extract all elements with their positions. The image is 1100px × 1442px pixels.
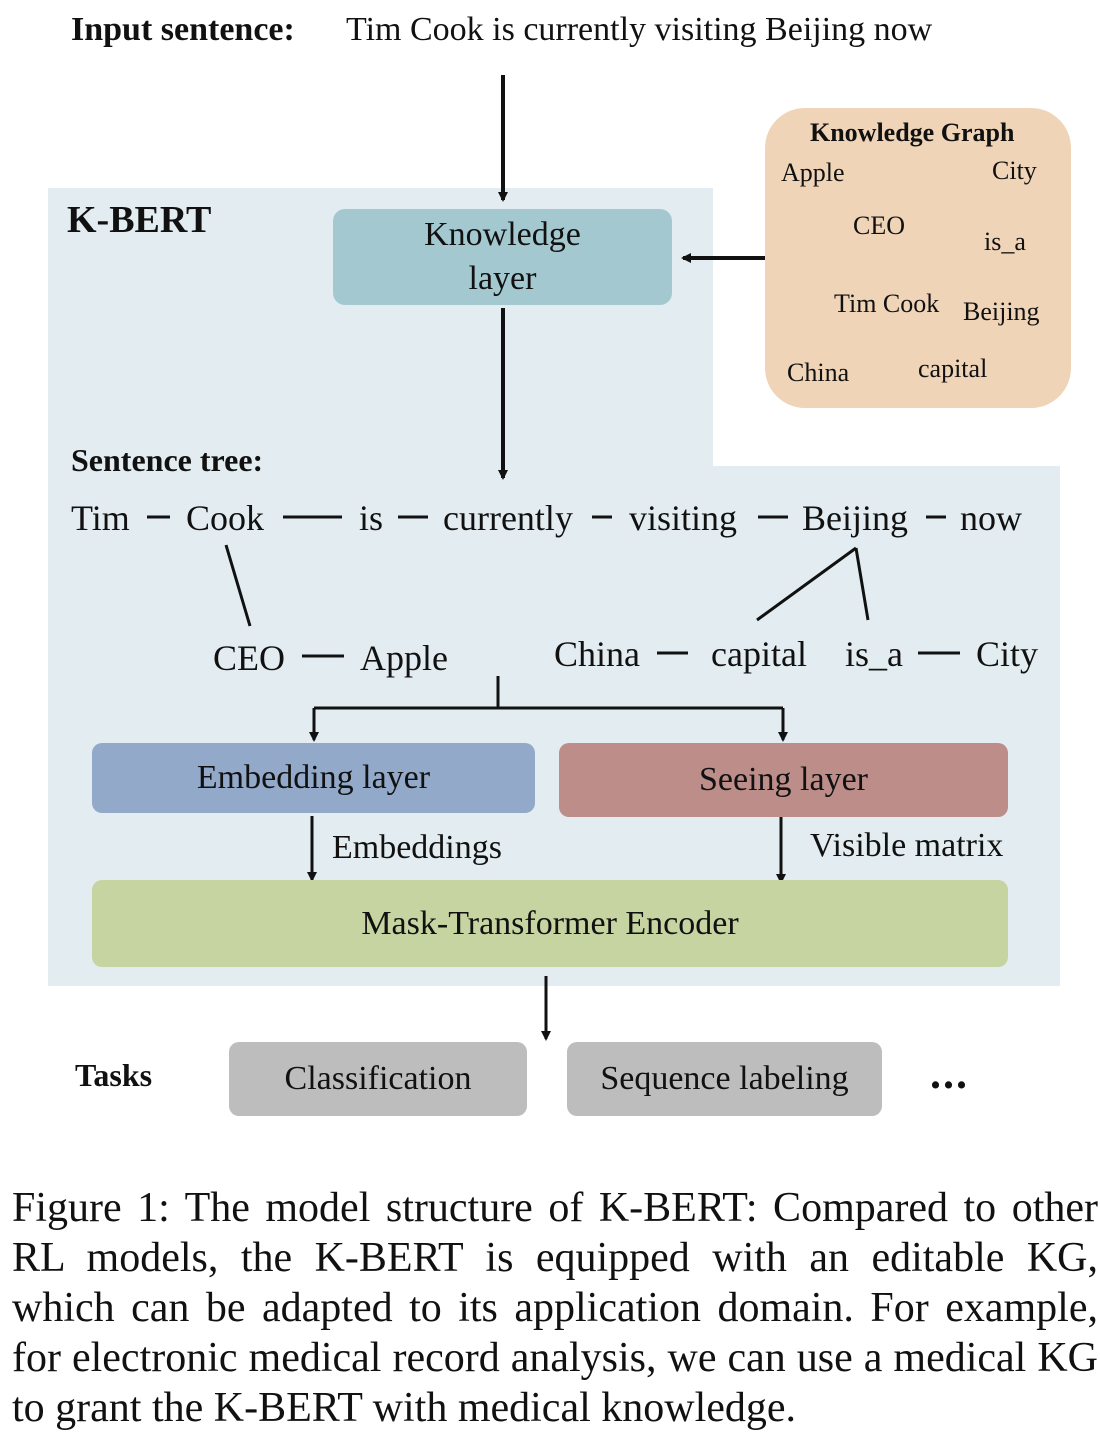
kg-node-is-a: is_a (984, 227, 1026, 256)
tasks-more-ellipsis: ... (930, 1049, 969, 1098)
tree-token-is: is (359, 498, 384, 538)
tree-token-cook: Cook (186, 498, 265, 538)
kg-node-tim-cook: Tim Cook (834, 289, 940, 318)
figure-caption: Figure 1: The model structure of K-BERT:… (12, 1185, 1098, 1431)
kg-node-city: City (992, 156, 1037, 185)
kg-node-china: China (787, 358, 850, 387)
knowledge-layer-label-line1: Knowledge (424, 216, 581, 253)
task-sequence-labeling-box: Sequence labeling (567, 1042, 882, 1116)
tree-edge-beijing-capital (756, 546, 857, 622)
tasks-label: Tasks (75, 1057, 153, 1093)
input-sentence-label: Input sentence: (71, 11, 295, 48)
knowledge-graph-title: Knowledge Graph (810, 118, 1015, 147)
tree-token-visiting: visiting (629, 498, 738, 538)
tree-branch-capital: capital (711, 634, 807, 674)
kbert-title: K-BERT (67, 199, 212, 241)
tree-token-now: now (960, 498, 1022, 538)
mask-transformer-encoder-box: Mask-Transformer Encoder (92, 880, 1008, 967)
input-sentence-text: Tim Cook is currently visiting Beijing n… (346, 11, 933, 48)
embedding-layer-label: Embedding layer (196, 759, 431, 796)
knowledge-graph-panel (765, 108, 1071, 408)
kg-node-ceo: CEO (853, 211, 905, 240)
tree-token-tim: Tim (71, 498, 130, 538)
tree-branch-apple: Apple (360, 638, 448, 678)
kg-node-apple: Apple (781, 158, 845, 187)
task-classification-label: Classification (284, 1060, 472, 1097)
tree-branch-china: China (554, 634, 640, 674)
tree-edge-beijing-is-a (854, 547, 870, 621)
embedding-layer-box: Embedding layer (92, 743, 535, 813)
encoder-label: Mask-Transformer Encoder (361, 904, 739, 942)
tree-token-beijing: Beijing (802, 498, 908, 538)
tree-token-currently: currently (443, 498, 573, 538)
seeing-layer-box: Seeing layer (559, 743, 1008, 817)
sentence-tree-label: Sentence tree: (71, 442, 264, 478)
visible-matrix-label: Visible matrix (810, 827, 1004, 864)
tree-branch-city: City (976, 634, 1039, 674)
kg-node-beijing: Beijing (963, 297, 1040, 326)
knowledge-layer-label-line2: layer (468, 260, 537, 297)
task-classification-box: Classification (229, 1042, 527, 1116)
kg-node-capital: capital (918, 354, 988, 383)
tree-branch-is-a: is_a (845, 634, 903, 674)
tree-branch-ceo: CEO (213, 638, 285, 678)
tree-edge-cook-ceo (224, 544, 252, 627)
embeddings-label: Embeddings (332, 829, 502, 866)
seeing-layer-label: Seeing layer (699, 761, 868, 798)
knowledge-layer-box: Knowledge layer (333, 209, 672, 305)
task-sequence-labeling-label: Sequence labeling (600, 1060, 849, 1097)
